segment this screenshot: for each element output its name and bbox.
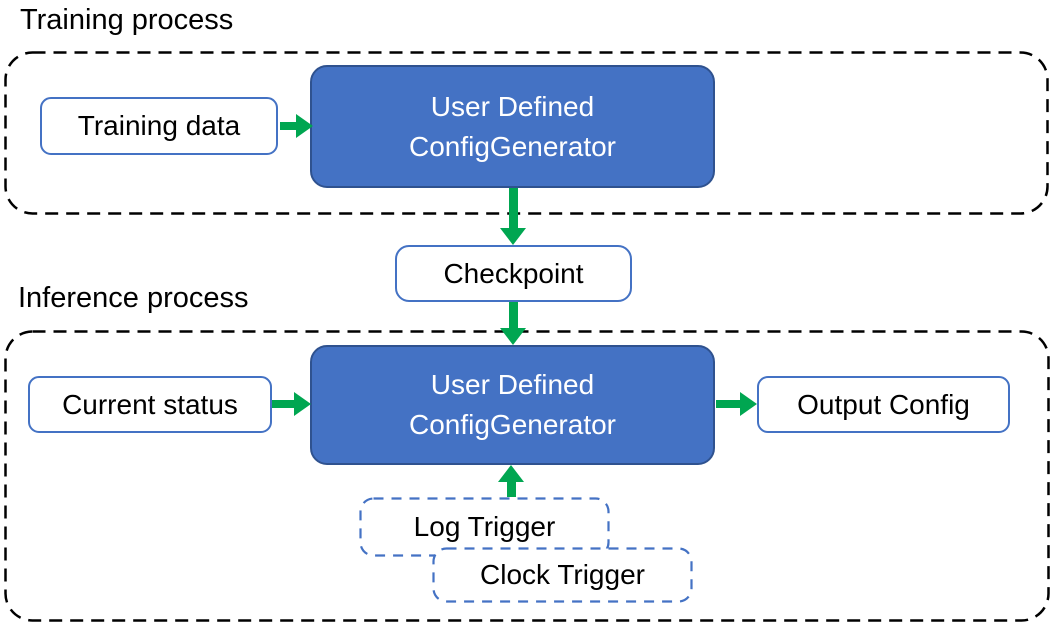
current-status-box: Current status: [28, 376, 272, 433]
inference-process-container: [4, 330, 1050, 622]
dashed-border: [432, 547, 693, 603]
generator-label-line2: ConfigGenerator: [408, 130, 616, 162]
arrow-head: [498, 465, 524, 482]
arrow-shaft: [509, 302, 518, 329]
dashed-border: [4, 330, 1050, 622]
arrow-shaft: [509, 188, 518, 229]
clock-trigger-box: Clock Trigger: [432, 547, 693, 603]
arrow-triggers-to-generator: [498, 465, 524, 497]
arrow-checkpoint-to-generator: [500, 302, 526, 345]
training-process-container: [4, 51, 1049, 215]
arrow-head: [500, 328, 526, 345]
arrow-generator-to-checkpoint: [500, 188, 526, 245]
arrow-head: [294, 392, 311, 416]
arrow-generator-to-output-config: [716, 392, 757, 416]
arrow-shaft: [507, 481, 516, 497]
arrow-shaft: [272, 400, 295, 408]
output-config-box: Output Config: [757, 376, 1010, 433]
arrow-head: [740, 392, 757, 416]
arrow-current-status-to-generator: [272, 392, 311, 416]
arrow-head: [296, 114, 313, 138]
inference-config-generator-box: User Defined ConfigGenerator: [310, 345, 715, 465]
training-data-box: Training data: [40, 97, 278, 155]
arrow-shaft: [716, 400, 741, 408]
generator-label-line1: User Defined: [430, 369, 595, 400]
generator-label-line2: ConfigGenerator: [408, 409, 616, 440]
arrow-head: [500, 228, 526, 245]
generator-label-line1: User Defined: [430, 90, 595, 122]
dashed-border: [4, 51, 1049, 215]
checkpoint-box: Checkpoint: [395, 245, 632, 302]
arrow-training-data-to-generator: [280, 114, 313, 138]
inference-process-label: Inference process: [18, 282, 249, 314]
training-process-label: Training process: [20, 4, 234, 36]
log-trigger-label: Log Trigger: [413, 511, 556, 542]
log-trigger-box: Log Trigger: [359, 497, 610, 557]
arrow-shaft: [280, 122, 297, 130]
training-config-generator-box: User Defined ConfigGenerator: [310, 65, 715, 188]
clock-trigger-label: Clock Trigger: [480, 559, 645, 590]
